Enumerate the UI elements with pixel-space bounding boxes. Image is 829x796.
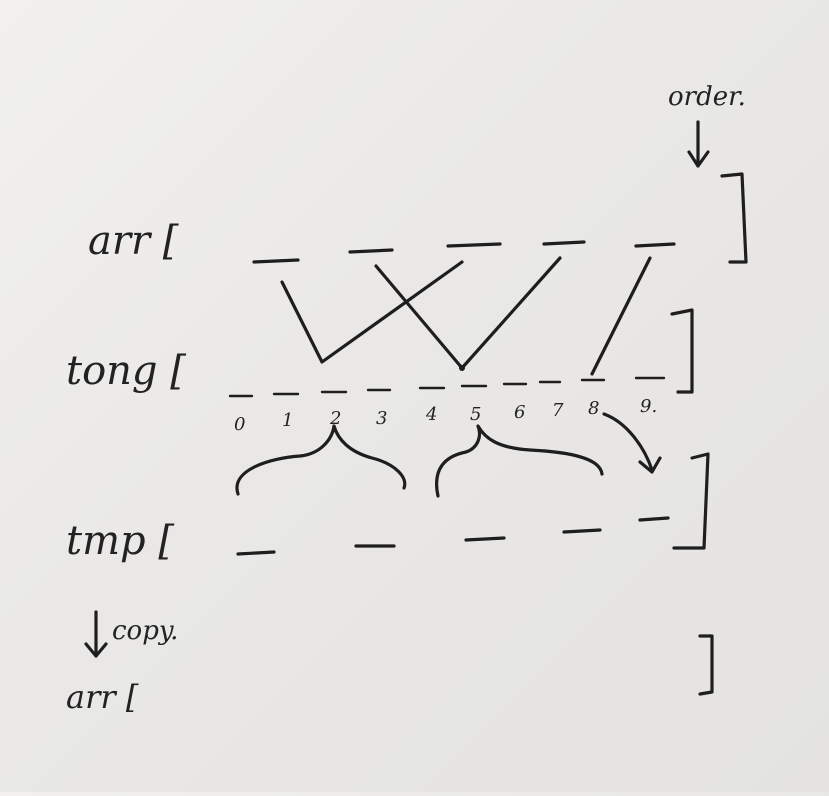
curly-brace-left (235, 424, 407, 496)
index-label: 3 (376, 408, 388, 429)
order-note: order. (668, 82, 746, 112)
tmp-row-label: tmp [ (66, 518, 174, 564)
map-line (590, 256, 652, 376)
map-point (459, 365, 465, 371)
arr-row-label: arr [ (88, 218, 179, 264)
tmp-slot (236, 550, 276, 556)
index-label: 9. (640, 396, 658, 417)
copy-note: copy. (112, 616, 179, 646)
tmp-close-bracket (672, 452, 710, 550)
curly-brace-right (435, 424, 604, 498)
tong-row-label: tong [ (66, 348, 186, 394)
tmp-slot (638, 516, 670, 522)
map-line (280, 260, 464, 364)
arr-final-row-label: arr [ (66, 678, 139, 716)
arr-slot (348, 248, 394, 254)
copy-arrow (84, 610, 108, 658)
index-label: 0 (234, 414, 246, 435)
arr-slot (252, 258, 300, 264)
mapping-lines (280, 256, 652, 376)
index-label: 2 (330, 408, 342, 429)
arr-close-bracket (720, 172, 748, 264)
index-label: 1 (282, 410, 294, 431)
tmp-slot (464, 536, 506, 542)
order-arrow (687, 120, 710, 168)
index-label: 8 (588, 398, 600, 419)
tmp-slots (236, 516, 670, 556)
arr-final-close-bracket (698, 634, 714, 696)
arr-slots (252, 240, 676, 264)
map-line (374, 256, 562, 370)
tmp-slot (562, 528, 602, 534)
index-label: 7 (552, 400, 564, 421)
arr-slot (446, 242, 502, 248)
index-label: 6 (514, 402, 526, 423)
arr-slot (542, 240, 586, 246)
arr-slot (634, 242, 676, 248)
index8-arrow (602, 412, 662, 474)
tong-close-bracket (670, 308, 694, 394)
index-label: 5 (470, 404, 482, 425)
tong-slots (228, 376, 666, 398)
index-label: 4 (426, 404, 438, 425)
